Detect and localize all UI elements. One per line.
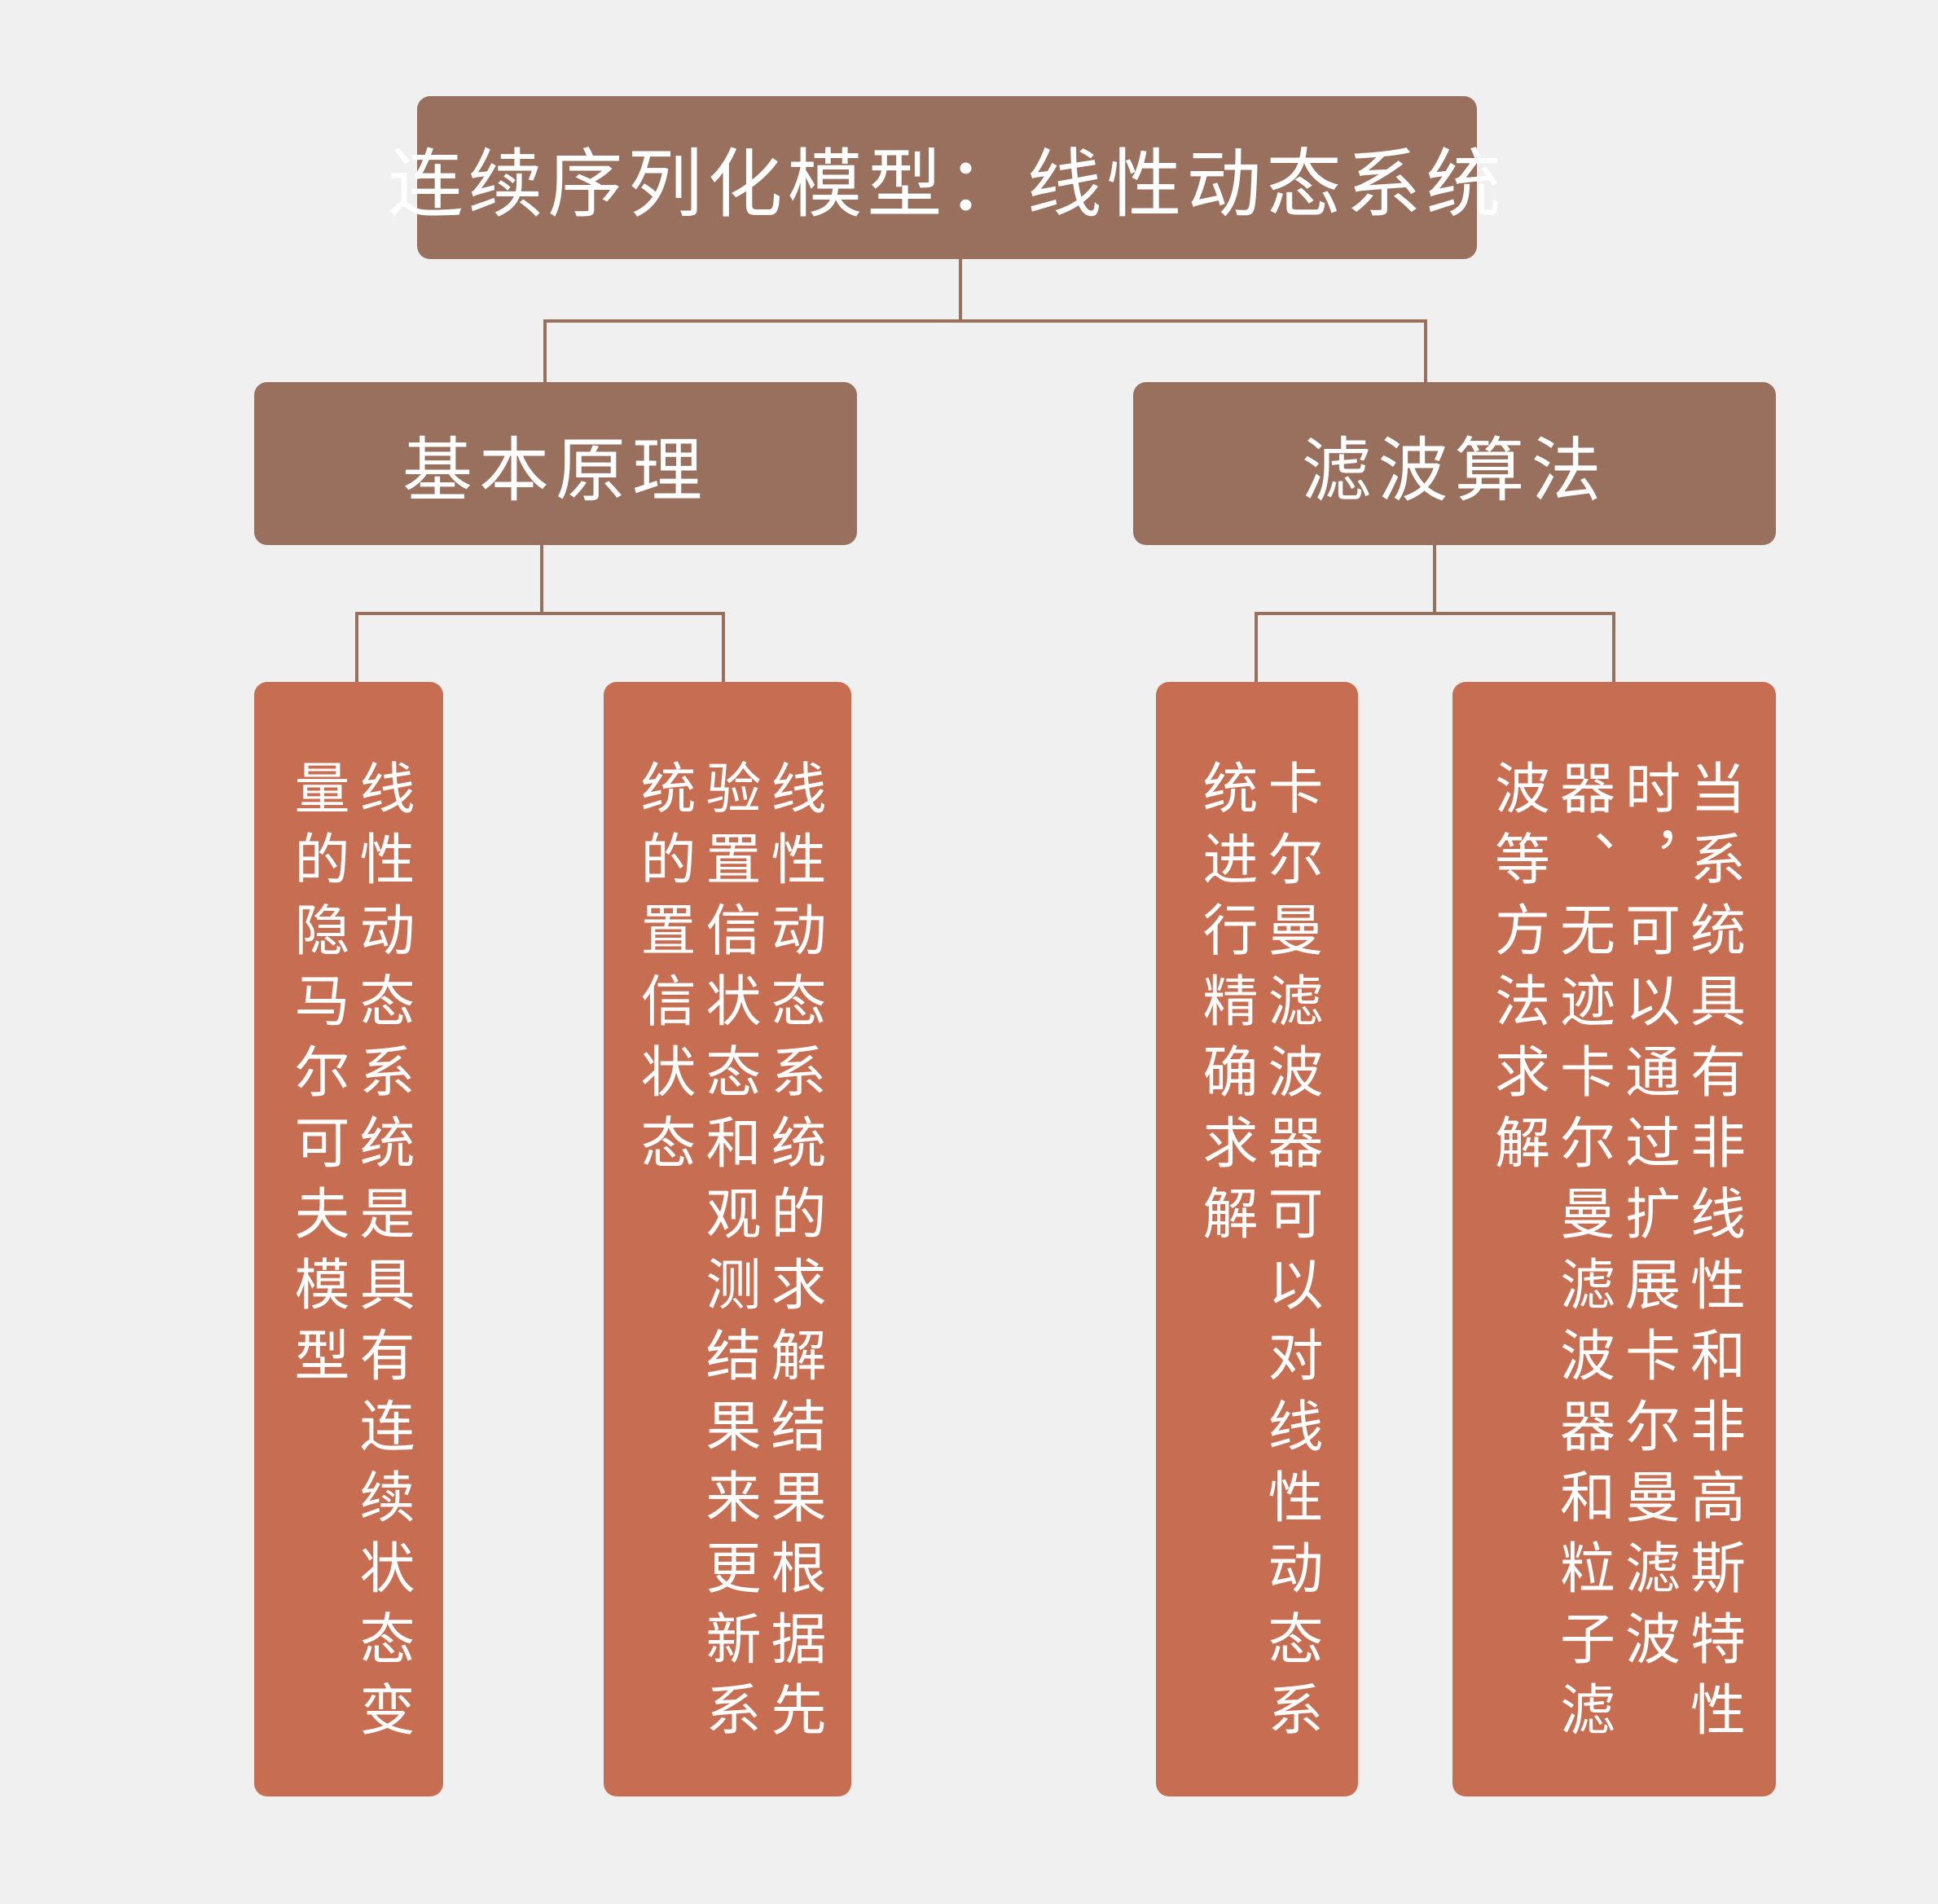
leaf-node-lds-definition: 线性动态系统是具有连续状态变量的隐马尔可夫模型	[254, 682, 443, 1796]
leaf-node-text: 当系统具有非线性和非高斯特性时，可以通过扩展卡尔曼滤波器、无迹卡尔曼滤波器和粒子…	[1484, 759, 1745, 1752]
branch-node-label: 滤波算法	[1301, 429, 1608, 512]
connector-filter-to-leaves	[1255, 545, 1615, 682]
connector-basic-to-leaves	[355, 545, 725, 682]
leaf-node-text: 卡尔曼滤波器可以对线性动态系统进行精确求解	[1193, 759, 1322, 1752]
leaf-node-text: 线性动态系统的求解结果根据先验置信状态和观测结果来更新系统的置信状态	[631, 759, 825, 1752]
connector-root-to-branches	[543, 259, 1427, 382]
root-node-label: 连续序列化模型：线性动态系统	[388, 140, 1506, 228]
branch-node-label: 基本原理	[402, 429, 709, 512]
branch-node-basic-principles: 基本原理	[254, 382, 857, 545]
leaf-node-nonlinear-filters: 当系统具有非线性和非高斯特性时，可以通过扩展卡尔曼滤波器、无迹卡尔曼滤波器和粒子…	[1452, 682, 1776, 1796]
root-node: 连续序列化模型：线性动态系统	[389, 96, 1501, 259]
branch-node-filtering-algorithms: 滤波算法	[1133, 382, 1776, 545]
leaf-node-kalman-filter: 卡尔曼滤波器可以对线性动态系统进行精确求解	[1156, 682, 1358, 1796]
leaf-node-text: 线性动态系统是具有连续状态变量的隐马尔可夫模型	[284, 759, 414, 1752]
leaf-node-lds-belief-update: 线性动态系统的求解结果根据先验置信状态和观测结果来更新系统的置信状态	[604, 682, 851, 1796]
